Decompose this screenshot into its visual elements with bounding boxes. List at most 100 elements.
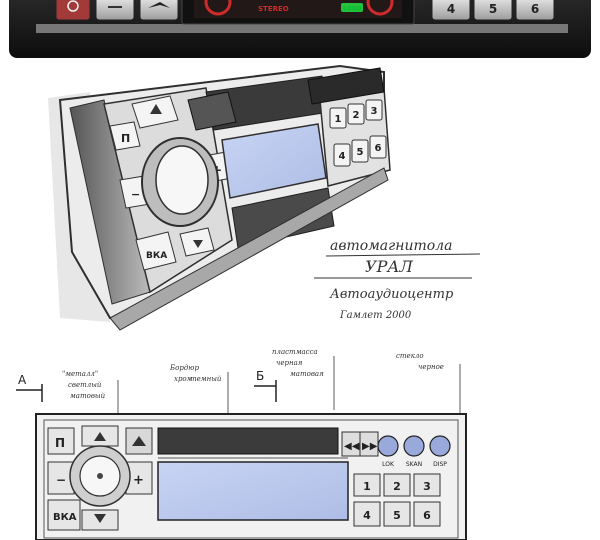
annotation-metal-line-1: "металл" bbox=[62, 370, 98, 378]
minus-icon bbox=[108, 6, 122, 8]
tech-preset-label-3: 3 bbox=[423, 480, 431, 493]
sketch-preset-5[interactable] bbox=[351, 139, 369, 163]
preset-button-5[interactable] bbox=[473, 0, 513, 21]
tech-power-key[interactable] bbox=[47, 427, 75, 455]
tech-preset-label-1: 1 bbox=[363, 480, 371, 493]
sketch-preset-label-6: 6 bbox=[375, 143, 382, 154]
tech-lok-label: LOK bbox=[382, 461, 395, 468]
tech-preset-6[interactable] bbox=[413, 501, 441, 527]
caption-line-3: Автоаудиоцентр bbox=[329, 287, 454, 302]
annotation-glass-line-1: стекло bbox=[396, 352, 424, 360]
annotation-border: Бордюр хром темный bbox=[169, 364, 229, 420]
sketch-preset-1[interactable] bbox=[329, 107, 347, 129]
tech-power-label: П bbox=[55, 436, 65, 450]
sketch-display bbox=[221, 123, 327, 199]
sketch-preset-3[interactable] bbox=[365, 99, 383, 121]
tech-preset-5[interactable] bbox=[383, 501, 411, 527]
annotation-border-line-2: хром bbox=[174, 375, 193, 383]
sketch-down-arrow-icon bbox=[193, 240, 203, 248]
sketch-preset-label-2: 2 bbox=[353, 110, 360, 121]
sketch-band-label: ВКА bbox=[146, 251, 167, 261]
tech-preset-label-6: 6 bbox=[423, 509, 431, 522]
preset-label-4: 4 bbox=[447, 2, 455, 16]
annotation-glass-line-2: черное bbox=[418, 363, 444, 371]
tech-skan-label: SKAN bbox=[406, 461, 422, 468]
tech-disp-button[interactable] bbox=[429, 435, 451, 457]
sketch-presets: 1 2 3 4 5 6 bbox=[329, 99, 387, 167]
preset-label-6: 6 bbox=[531, 2, 539, 16]
annotation-plastic-line-3: матовая bbox=[290, 370, 324, 378]
preset-button-6[interactable] bbox=[515, 0, 555, 21]
sketch-bottom-lip bbox=[109, 167, 389, 331]
tech-band-label: ВКА bbox=[53, 512, 77, 523]
tech-seek-back-icon: ◀◀ bbox=[344, 441, 360, 452]
tech-lok-button[interactable] bbox=[377, 435, 399, 457]
sketch-top-right-module bbox=[307, 67, 385, 105]
sketch-power-key[interactable] bbox=[109, 121, 141, 151]
sketch-top-key-arrow-icon bbox=[150, 104, 162, 114]
audio-button[interactable] bbox=[139, 0, 179, 21]
sketch-preset-label-1: 1 bbox=[335, 114, 342, 125]
tech-cassette-slot bbox=[157, 427, 339, 455]
sketch-eject-button[interactable] bbox=[187, 91, 237, 131]
minus-button[interactable] bbox=[95, 0, 135, 21]
caption-line-2: УРАЛ bbox=[365, 257, 413, 276]
tech-preset-2[interactable] bbox=[383, 473, 411, 497]
sketch-band-key[interactable] bbox=[135, 231, 177, 271]
preset-label-5: 5 bbox=[489, 2, 497, 16]
tech-minus-key[interactable] bbox=[47, 461, 75, 495]
handwritten-caption: автомагнитола УРАЛ Автоаудиоцентр Гамлет… bbox=[314, 238, 481, 321]
loud-text: LOUD bbox=[343, 6, 362, 13]
section-a-arrow bbox=[16, 384, 43, 402]
section-b-label: Б bbox=[256, 369, 264, 383]
tech-preset-label-4: 4 bbox=[363, 509, 371, 522]
sketch-preset-2[interactable] bbox=[347, 103, 365, 125]
sketch-power-label: П bbox=[121, 132, 130, 145]
annotation-metal-line-2: светлый bbox=[68, 381, 102, 389]
tech-inner-frame bbox=[43, 419, 459, 539]
tech-band-key[interactable] bbox=[47, 499, 81, 531]
tech-eject-icon bbox=[132, 436, 146, 446]
tech-knob-center bbox=[97, 473, 103, 479]
section-b-arrow bbox=[254, 380, 277, 402]
top-presets: 4 5 6 bbox=[431, 0, 555, 21]
caption-line-1: автомагнитола bbox=[330, 238, 452, 254]
tech-presets: 1 2 3 4 5 6 bbox=[353, 473, 441, 527]
caption-signature: Гамлет 2000 bbox=[339, 310, 412, 321]
display-red-dial-right bbox=[366, 0, 394, 16]
sketch-volume-knob[interactable] bbox=[155, 145, 209, 215]
annotation-plastic: пластмасса черная матовая bbox=[272, 348, 335, 410]
audio-symbol-icon bbox=[148, 2, 170, 8]
tech-preset-label-5: 5 bbox=[393, 509, 401, 522]
sketch-preset-4[interactable] bbox=[333, 143, 351, 167]
tech-preset-1[interactable] bbox=[353, 473, 381, 497]
tech-disp-label: DISP bbox=[433, 461, 447, 468]
annotation-border-line-1: Бордюр bbox=[169, 364, 199, 372]
tech-preset-3[interactable] bbox=[413, 473, 441, 497]
top-render-trim bbox=[36, 24, 568, 33]
sketch-preset-6[interactable] bbox=[369, 135, 387, 159]
tech-preset-4[interactable] bbox=[353, 501, 381, 527]
sketch-preset-label-4: 4 bbox=[339, 151, 346, 162]
preset-button-4[interactable] bbox=[431, 0, 471, 21]
tech-up-arrow-icon bbox=[94, 432, 106, 441]
tech-minus-label: − bbox=[56, 473, 66, 487]
display-stereo-text: STEREO bbox=[258, 5, 289, 13]
sketch-preset-label-5: 5 bbox=[357, 147, 364, 158]
sketch-minus-label: − bbox=[131, 188, 140, 201]
annotation-plastic-line-1: пластмасса bbox=[272, 348, 318, 356]
annotation-metal-line-3: матовый bbox=[70, 392, 106, 400]
display-red-dial-left bbox=[204, 0, 232, 16]
tech-display bbox=[157, 461, 349, 521]
sketch-lower-slot bbox=[231, 187, 335, 249]
perspective-sketch: П − ВКА + 1 2 3 4 5 6 bbox=[48, 64, 391, 331]
annotation-glass: стекло черное bbox=[396, 352, 461, 414]
section-a-label: А bbox=[18, 373, 27, 387]
tech-plus-label: + bbox=[133, 473, 144, 488]
tech-skan-button[interactable] bbox=[403, 435, 425, 457]
power-button[interactable] bbox=[55, 0, 91, 21]
caption-rule-1 bbox=[325, 253, 481, 257]
annotation-border-line-3: темный bbox=[190, 375, 222, 383]
sketch-preset-label-3: 3 bbox=[371, 106, 378, 117]
